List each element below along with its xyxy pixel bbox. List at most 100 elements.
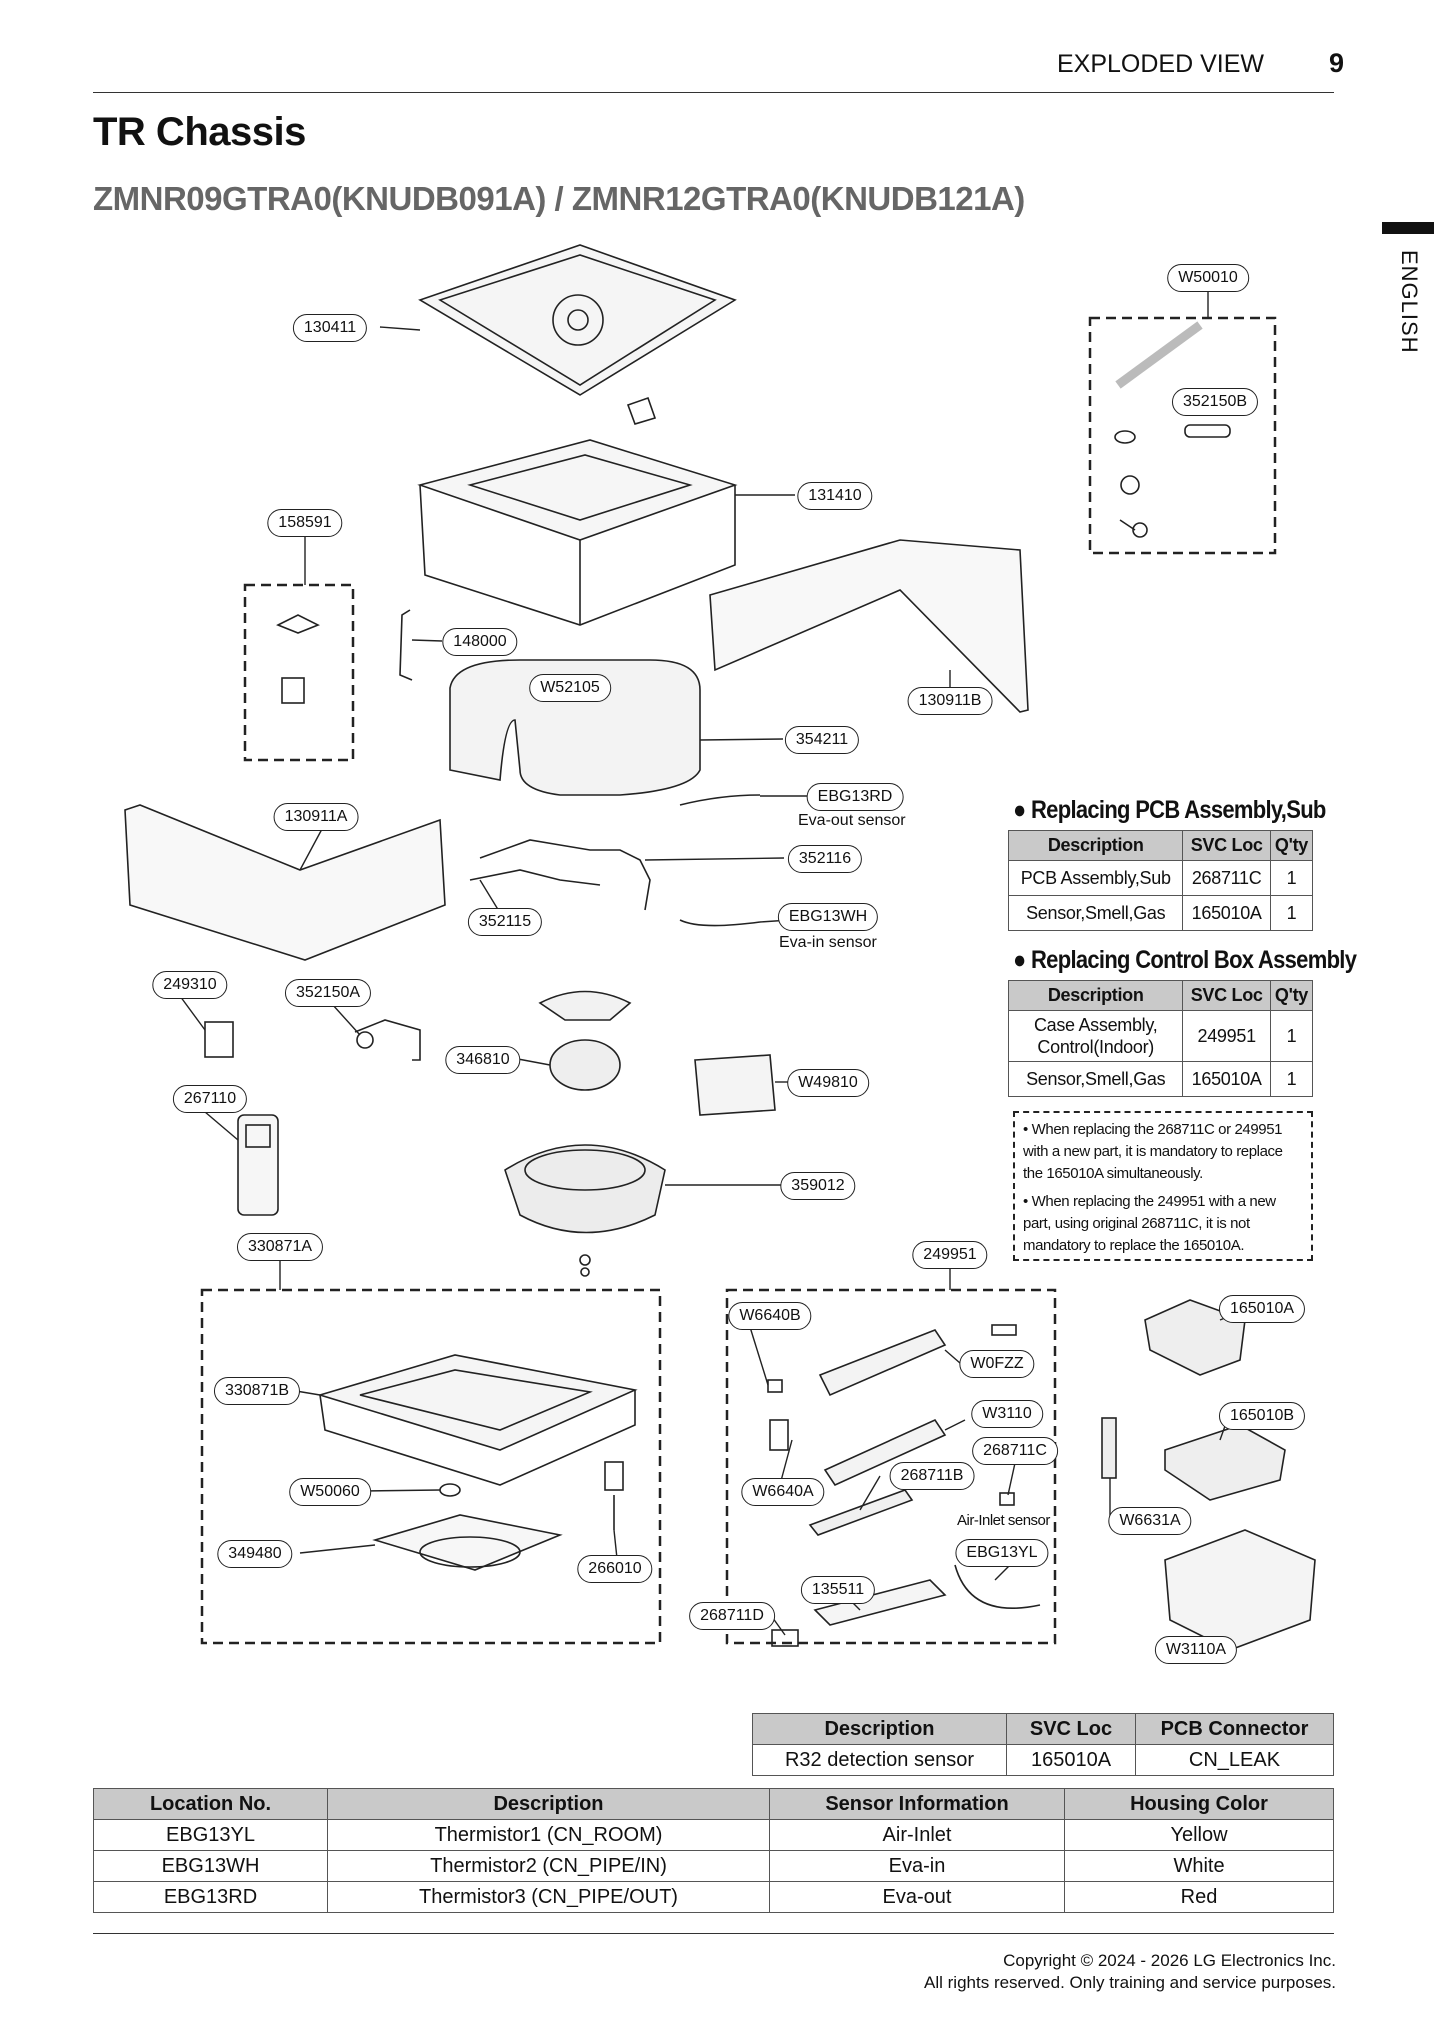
part-label-w50060: W50060 [289, 1478, 371, 1506]
sensor-location-table: Location No. Description Sensor Informat… [93, 1788, 1334, 1913]
motor-bracket-drawing [538, 990, 632, 1021]
control-box-title: ● Replacing Control Box Assembly [1013, 946, 1357, 974]
control-box-title-text: Replacing Control Box Assembly [1030, 946, 1357, 974]
part-label-249951: 249951 [912, 1241, 988, 1269]
part-label-352115: 352115 [467, 908, 543, 936]
control-box-col-qty: Q'ty [1269, 980, 1314, 1011]
part-label-ebg13wh: EBG13WH [777, 903, 879, 931]
part-label-w6631a: W6631A [1108, 1507, 1192, 1535]
cell: Eva-in [769, 1850, 1065, 1882]
part-label-135511: 135511 [800, 1576, 876, 1604]
sensor-col-description: Description [327, 1788, 770, 1820]
terminal-block-drawing [1101, 1417, 1117, 1479]
r32-col-description: Description [752, 1713, 1007, 1745]
part-label-330871b: 330871B [213, 1377, 301, 1405]
cell: Thermistor2 (CN_PIPE/IN) [327, 1850, 770, 1882]
table-row: PCB Assembly,Sub 268711C 1 [1007, 860, 1314, 896]
case-drawing [417, 439, 738, 541]
warning-text-1: • When replacing the 268711C or 249951 w… [1023, 1121, 1283, 1182]
pcb-sub-title: ● Replacing PCB Assembly,Sub [1013, 796, 1326, 824]
part-label-148000: 148000 [442, 628, 518, 656]
table-row: EBG13WH Thermistor2 (CN_PIPE/IN) Eva-in … [93, 1850, 1334, 1882]
air-inlet-sensor-note: Air-Inlet sensor [957, 1512, 1050, 1529]
cell: 165010A [1182, 1061, 1271, 1097]
board-cover-drawing [813, 1579, 947, 1626]
part-label-w50010: W50010 [1167, 264, 1249, 292]
part-label-165010a: 165010A [1218, 1295, 1306, 1323]
control-box-lid-drawing [818, 1329, 947, 1397]
part-label-ebg13yl: EBG13YL [955, 1539, 1049, 1567]
table-row: R32 detection sensor 165010A CN_LEAK [752, 1744, 1334, 1776]
part-label-w49810: W49810 [787, 1069, 869, 1097]
cell: Thermistor3 (CN_PIPE/OUT) [327, 1881, 770, 1913]
r32-sensor-table: Description SVC Loc PCB Connector R32 de… [752, 1713, 1334, 1776]
part-label-w3110a: W3110A [1154, 1636, 1238, 1664]
cell: 165010A [1182, 895, 1271, 931]
pcb-sub-col-svc-loc: SVC Loc [1182, 830, 1271, 861]
part-label-266010: 266010 [577, 1555, 653, 1583]
cell: Eva-out [769, 1881, 1065, 1913]
table-row: Case Assembly,Control(Indoor) 249951 1 [1007, 1010, 1314, 1062]
sensor-col-housing-color: Housing Color [1064, 1788, 1334, 1820]
part-label-346810: 346810 [445, 1046, 521, 1074]
section-title: EXPLODED VIEW [1057, 50, 1264, 78]
pcb-sub-col-qty: Q'ty [1269, 830, 1314, 861]
cell: Red [1064, 1881, 1334, 1913]
part-label-w6640b: W6640B [728, 1302, 812, 1330]
sensor-col-location: Location No. [93, 1788, 328, 1820]
table-row: Sensor,Smell,Gas 165010A 1 [1007, 1061, 1314, 1097]
cell: Thermistor1 (CN_ROOM) [327, 1819, 770, 1851]
part-label-ebg13rd: EBG13RD [806, 783, 904, 811]
electrical-cover-drawing [694, 1054, 776, 1116]
cell: PCB Assembly,Sub [1007, 860, 1184, 896]
air-guide-drawing [372, 1514, 563, 1571]
cell: 1 [1269, 895, 1314, 931]
part-label-w6640a: W6640A [741, 1478, 825, 1506]
part-label-330871a: 330871A [236, 1233, 324, 1261]
top-panel-drawing [418, 244, 737, 396]
cell-line: Control(Indoor) [1037, 1037, 1154, 1057]
language-tab: ENGLISH [1397, 250, 1422, 354]
part-label-267110: 267110 [172, 1085, 248, 1113]
cell: Sensor,Smell,Gas [1007, 895, 1184, 931]
part-label-354211: 354211 [784, 726, 860, 754]
side-panel-a-drawing [124, 804, 446, 961]
part-label-268711c: 268711C [972, 1437, 1058, 1465]
cell-line: Case Assembly, [1033, 1015, 1158, 1035]
replacement-warning-box: • When replacing the 268711C or 249951 w… [1013, 1111, 1313, 1261]
pcb-sub-table: Description SVC Loc Q'ty PCB Assembly,Su… [1007, 830, 1314, 931]
warning-text-2: • When replacing the 249951 with a new p… [1023, 1193, 1276, 1254]
part-label-158591: 158591 [267, 509, 343, 537]
pcb-sub-col-description: Description [1007, 830, 1184, 861]
cell: CN_LEAK [1135, 1744, 1334, 1776]
language-tab-marker [1382, 222, 1434, 234]
rights-notice: All rights reserved. Only training and s… [924, 1973, 1336, 1992]
part-label-131410: 131410 [797, 482, 873, 510]
part-label-352150a: 352150A [284, 979, 372, 1007]
drain-hose-drawing [1115, 321, 1203, 389]
part-label-349480: 349480 [217, 1540, 293, 1568]
table-row: Sensor,Smell,Gas 165010A 1 [1007, 895, 1314, 931]
pcb-sub-title-text: Replacing PCB Assembly,Sub [1030, 796, 1326, 824]
heat-exchanger-drawing [449, 659, 701, 796]
cell: Sensor,Smell,Gas [1007, 1061, 1184, 1097]
part-label-268711b: 268711B [889, 1462, 975, 1490]
footer-rule [93, 1933, 1334, 1934]
part-label-352150b: 352150B [1171, 388, 1259, 416]
grille-frame-drawing [317, 1354, 638, 1451]
part-label-249310: 249310 [152, 971, 228, 999]
eva-out-sensor-note: Eva-out sensor [798, 812, 906, 829]
part-label-352116: 352116 [787, 845, 863, 873]
cell: Case Assembly,Control(Indoor) [1007, 1010, 1184, 1062]
gas-sensor-board-drawing [1164, 1424, 1286, 1501]
pcb-268711b-drawing [808, 1489, 914, 1536]
eva-in-sensor-note: Eva-in sensor [779, 934, 877, 951]
copyright: Copyright © 2024 - 2026 LG Electronics I… [1003, 1951, 1336, 1970]
control-box-col-description: Description [1007, 980, 1184, 1011]
turbo-fan-drawing [504, 1144, 666, 1234]
cell: 268711C [1182, 860, 1271, 896]
cell: EBG13YL [93, 1819, 328, 1851]
cell: 1 [1269, 860, 1314, 896]
part-label-w3110: W3110 [971, 1400, 1043, 1428]
page-title: TR Chassis [93, 110, 306, 154]
